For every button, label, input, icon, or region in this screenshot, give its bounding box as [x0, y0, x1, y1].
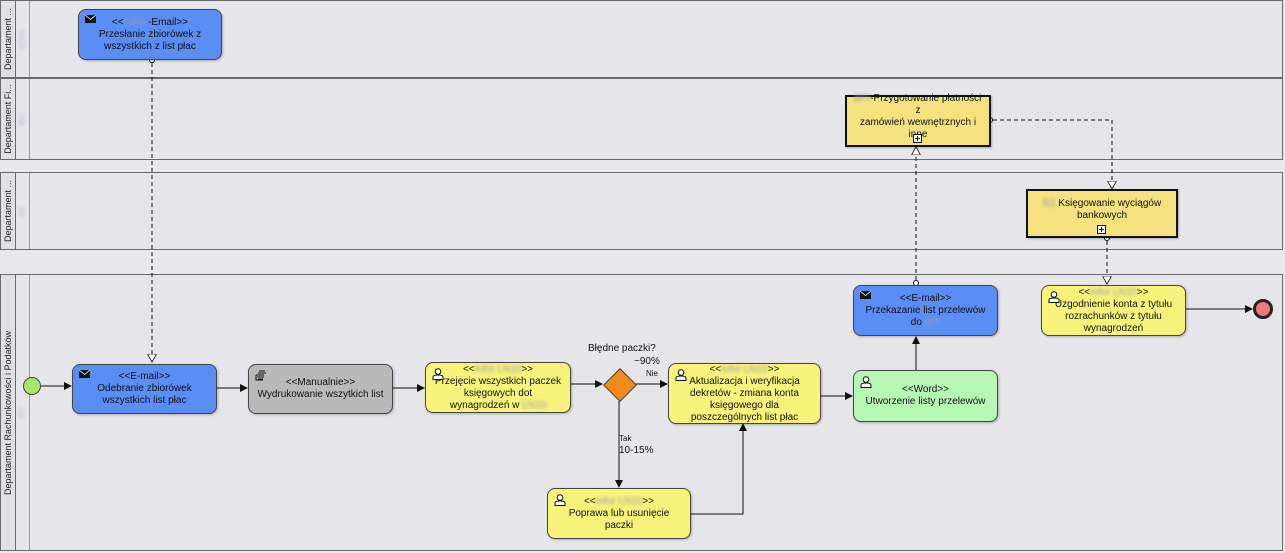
- subprocess-bank-booking-line1: BZ Księgowanie wyciągów: [1042, 197, 1162, 209]
- lane-4-subheader: [15, 275, 30, 550]
- lane-1-header: Departament ...: [1, 1, 16, 77]
- task-email-send-line1: Przesłanie zbiorówek z: [98, 28, 202, 40]
- task-manual-print-stereotype: <<Manualnie>>: [285, 377, 356, 388]
- subprocess-bank-booking[interactable]: BZ Księgowanie wyciągów bankowych: [1026, 189, 1178, 238]
- task-update-verify-line4: poszczególnych list płac: [690, 411, 799, 423]
- task-email-transfer-line1: Przekazanie list przelewów: [865, 304, 986, 316]
- task-update-verify-line3: księgowego dla: [710, 399, 779, 411]
- user-icon: [860, 376, 872, 388]
- lane-3-subheader: [15, 173, 30, 249]
- task-email-transfer-line2: do BFI: [910, 316, 941, 328]
- flow-fix-to-update: [691, 423, 747, 515]
- lane-2-subheader: [15, 79, 30, 159]
- task-update-verify[interactable]: <<Infor LN10>> Aktualizacja i weryfikacj…: [668, 363, 821, 424]
- expand-plus-icon[interactable]: [913, 134, 922, 143]
- task-manual-print[interactable]: <<Manualnie>> Wydrukowanie wszytkich lis…: [248, 364, 393, 414]
- user-icon: [1048, 291, 1060, 303]
- task-reconcile-line3: wynagrodzeń: [1083, 322, 1144, 334]
- user-icon: [675, 369, 687, 381]
- envelope-icon: [85, 15, 96, 23]
- gateway-yes-pct: 10-15%: [619, 445, 654, 456]
- task-email-receive-line2: wszystkich list płac: [102, 395, 187, 406]
- lane-2: Departament Fi... BFI: [0, 78, 1283, 160]
- task-fix-remove[interactable]: <<Infor LN10>> Poprawa lub usunięcie pac…: [547, 488, 691, 539]
- message-flow-transfer-to-payment: [914, 147, 919, 286]
- gateway-no-pct: ~90%: [634, 356, 660, 367]
- envelope-icon: [860, 291, 871, 299]
- task-manual-print-line1: Wydrukowanie wszytkich list: [257, 389, 384, 400]
- task-email-send-stereotype: <<Lotus-Email>>: [111, 16, 189, 28]
- task-take-over-line3: wynagrodzeń w LN10: [449, 399, 547, 411]
- task-email-send-line2: wszystkich z list płac: [104, 40, 196, 52]
- task-email-receive-line1: Odebranie zbiorówek: [97, 383, 192, 394]
- task-reconcile-line2: rozrachunków z tytułu: [1065, 310, 1162, 322]
- lane-3-header: Departament ...: [1, 173, 16, 249]
- task-update-verify-line1: Aktualizacja i weryfikacja: [689, 375, 800, 387]
- task-take-over-stereotype: <<Infor LN10>>: [462, 363, 534, 375]
- lane-4-header: Departament Rachunkowości i Podatków: [1, 275, 16, 550]
- lane-2-header: Departament Fi...: [1, 79, 16, 159]
- gateway-question: Błędne paczki?: [588, 343, 656, 354]
- gateway-yes-label: Tak: [619, 434, 632, 443]
- task-reconcile-line1: Uzgodnienie konta z tytułu: [1054, 298, 1173, 310]
- message-flow-email-to-receive: [150, 57, 155, 363]
- gateway-no-label: Nie: [646, 369, 659, 378]
- user-icon: [432, 368, 444, 380]
- task-reconcile[interactable]: <<Infor LN10>> Uzgodnienie konta z tytuł…: [1041, 285, 1186, 336]
- lane-1-subheader: [15, 1, 30, 77]
- message-flow-bank-to-reconcile: [1105, 235, 1110, 285]
- subprocess-payment-prep-line1: BFI-Przygotowanie płatności z: [854, 93, 982, 116]
- task-fix-remove-line1: Poprawa lub usunięcie: [568, 507, 670, 519]
- task-take-over-line2: księgowych dot: [463, 387, 533, 399]
- task-update-verify-stereotype: <<Infor LN10>>: [709, 363, 780, 375]
- subprocess-bank-booking-line2: bankowych: [1076, 209, 1128, 221]
- task-email-receive[interactable]: <<E-mail>> Odebranie zbiorówek wszystkic…: [72, 364, 217, 414]
- hand-icon: [255, 370, 266, 381]
- task-word-list-stereotype: <<Word>>: [901, 384, 950, 395]
- task-fix-remove-stereotype: <<Infor LN10>>: [583, 495, 655, 507]
- task-email-send[interactable]: <<Lotus-Email>> Przesłanie zbiorówek z w…: [78, 9, 222, 60]
- task-email-receive-stereotype: <<E-mail>>: [118, 371, 171, 382]
- user-icon: [554, 494, 566, 506]
- task-fix-remove-line2: paczki: [604, 519, 634, 531]
- task-take-over[interactable]: <<Infor LN10>> Przejęcie wszystkich pacz…: [425, 362, 571, 413]
- task-word-list-line1: Utworzenie listy przelewów: [865, 396, 986, 407]
- envelope-icon: [79, 370, 90, 378]
- task-take-over-line1: Przejęcie wszystkich paczek: [434, 375, 562, 387]
- task-email-transfer-stereotype: <<E-mail>>: [899, 292, 952, 304]
- message-flow-payment-to-bank: [987, 117, 1113, 190]
- task-email-transfer[interactable]: <<E-mail>> Przekazanie list przelewów do…: [853, 285, 998, 336]
- start-event[interactable]: [23, 377, 41, 395]
- task-reconcile-stereotype: <<Infor LN10>>: [1078, 286, 1149, 298]
- expand-plus-icon[interactable]: [1097, 225, 1106, 234]
- end-event[interactable]: [1253, 299, 1273, 319]
- task-update-verify-line2: dekretów - zmiana konta: [690, 387, 799, 399]
- subprocess-payment-prep[interactable]: BFI-Przygotowanie płatności z zamówień w…: [845, 93, 991, 147]
- task-word-list[interactable]: <<Word>> Utworzenie listy przelewów: [853, 370, 998, 422]
